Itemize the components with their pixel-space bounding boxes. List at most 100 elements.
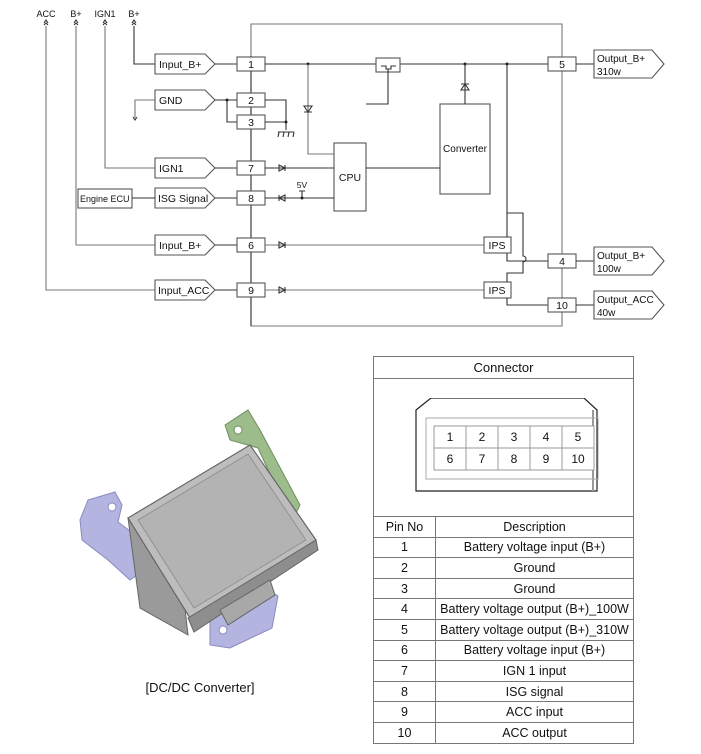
junction-dot [284,120,288,124]
supply-terminals: ACC B+ IGN1 B+ [36,9,139,19]
output-shape-bplus-310 [593,49,665,79]
pin-description-cell: Battery voltage input (B+) [435,639,634,662]
pin-label-7: 7 [248,163,254,175]
pin-number-cell: 10 [373,721,436,744]
connector-pin-number: 3 [510,430,517,444]
pin-label-5: 5 [559,59,565,71]
product-caption: [DC/DC Converter] [145,680,255,695]
cpu-block [333,142,367,212]
output-shape-bplus-100 [593,246,665,276]
pin-description-cell: ISG signal [435,680,634,703]
bracket-hole [218,625,228,635]
output-rating-310: 310w [597,67,622,78]
pin-number-cell: 5 [373,618,436,641]
column-header-pin: Pin No [373,516,436,538]
terminal-arrow-icon [131,19,137,26]
connector-label-gnd: GND [159,95,183,107]
connector-inner-frame [425,417,598,479]
junction-dot [225,98,229,102]
wire-gnd-pin3 [226,100,237,123]
converter-housing-face [137,453,307,609]
wire-gnd-chassis [265,99,287,130]
pin-label-10: 10 [556,300,568,312]
wires-pin-to-output [576,63,594,306]
cpu-label: CPU [339,172,361,184]
connector-label-input-bplus-1: Input_B+ [159,59,201,71]
connector-table-title: Connector [373,356,634,379]
left-pins: 1 2 3 7 8 6 9 [236,56,266,298]
relay-switch-icon [366,65,396,105]
connector-pin-number: 5 [574,430,581,444]
connector-shape-isg-signal [154,187,216,209]
pin-description-cell: ACC output [435,721,634,744]
ips-2-block [483,281,512,299]
connector-pin-number: 4 [542,430,549,444]
connector-shape-input-bplus-1 [154,53,216,75]
terminal-arrow-icon [73,19,79,26]
connector-pin-number: 10 [571,452,585,466]
connector-label-input-acc: Input_ACC [158,285,210,297]
connector-shape-input-bplus-2 [154,234,216,256]
diode-icon [302,105,314,113]
diode-icon [278,286,287,294]
terminal-acc-label: ACC [36,9,56,19]
diode-icon [278,164,287,172]
ips-1-block [483,236,512,254]
pin-description-cell: Ground [435,577,634,600]
converter-connector [219,579,276,626]
pin-number-cell: 1 [373,536,436,559]
reference-5v-label: 5V [297,180,308,190]
wire-bplus-2 [133,26,155,65]
pin-number-cell: 3 [373,577,436,600]
connector-pin-cell [561,447,594,470]
connector-shape-input-acc [154,279,216,301]
output-label-bplus-310: Output_B+ [597,54,645,65]
output-shape-acc-40 [593,290,665,320]
column-header-description: Description [435,516,634,538]
diode-icon [277,194,286,202]
pin-description-cell: IGN 1 input [435,660,634,682]
wires-connector-to-pin [215,63,237,291]
output-connectors: Output_B+ 310w Output_B+ 100w Output_ACC… [593,49,665,320]
module-frame [250,23,563,327]
ips-1-label: IPS [489,240,506,252]
junction-dot [300,196,304,200]
wire-rail-cpu [307,64,334,155]
wiring-schematic: ACC B+ IGN1 B+ Input_B+ GND IGN1 ISG Sig… [36,9,665,327]
pin-number-cell: 8 [373,680,436,703]
pin-label-2: 2 [248,95,254,107]
wire-ips2-pin10 [506,298,548,306]
pin-number-cell: 6 [373,639,436,662]
terminal-arrow-icons [43,19,137,26]
terminal-ign1-label: IGN1 [94,9,115,19]
connector-label-input-bplus-2: Input_B+ [159,240,201,252]
pin-description-cell: Ground [435,557,634,579]
chassis-ground-icon [277,131,295,138]
pin-number-cell: 2 [373,557,436,579]
connector-shape-ign1 [154,157,216,179]
wire-gnd-left [134,99,155,118]
connector-pin-number: 9 [542,452,549,466]
wire-bplus-1 [75,26,155,246]
bracket-hole [233,425,243,435]
pin-label-9: 9 [248,285,254,297]
pin-number-cell: 4 [373,598,436,620]
pin-label-6: 6 [248,240,254,252]
output-label-bplus-100: Output_B+ [597,251,645,262]
terminal-arrow-icon [43,19,49,26]
output-label-acc-40: Output_ACC [597,295,654,306]
pin-label-8: 8 [248,193,254,205]
ground-arrow-icon [132,116,138,121]
ips-2-label: IPS [489,285,506,297]
pin-number-cell: 7 [373,660,436,682]
